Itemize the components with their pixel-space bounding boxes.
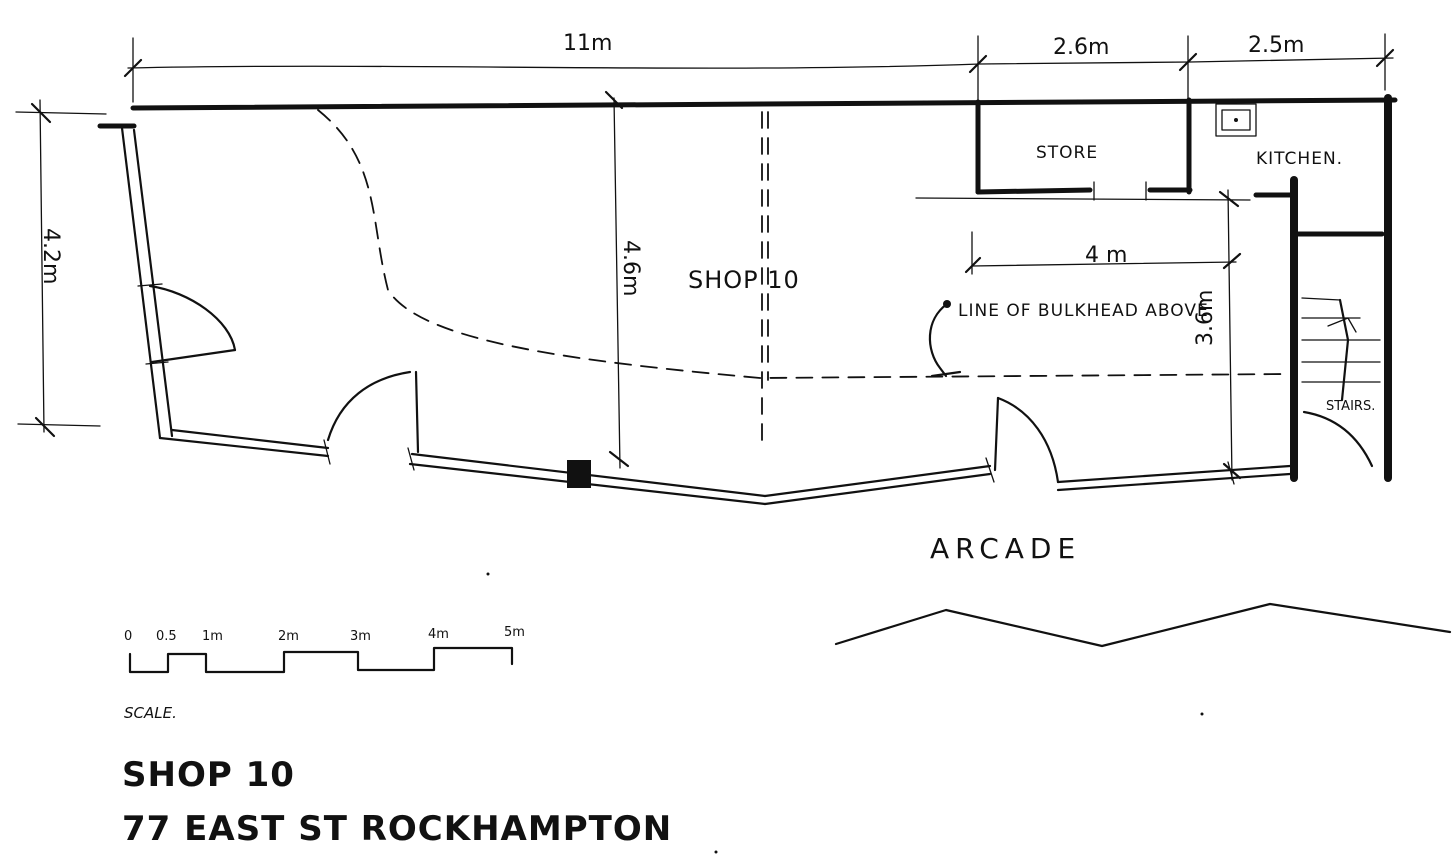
- stray-mark: [714, 850, 718, 854]
- title-shop: SHOP 10: [122, 755, 295, 795]
- dim-store-width: 2.6m: [1053, 35, 1109, 60]
- dim-overall-length: 11m: [563, 31, 612, 56]
- label-stairs: STAIRS.: [1326, 399, 1375, 414]
- shop-depth-dimension: [604, 90, 630, 469]
- scale-caption: SCALE.: [124, 704, 177, 722]
- dim-right-depth: 3.6m: [1193, 290, 1218, 346]
- dim-corridor-width: 4 m: [1085, 243, 1127, 268]
- bulkhead-lines: [317, 109, 1291, 441]
- store-room: [975, 97, 1193, 201]
- arcade-line: [834, 602, 1452, 648]
- scale-tick-label: 4m: [428, 627, 449, 642]
- scale-tick-label: 3m: [350, 629, 371, 644]
- stray-mark: [1200, 712, 1204, 716]
- kitchen-room: [1215, 103, 1385, 482]
- stairs: [1301, 297, 1381, 468]
- scale-tick-label: 0: [124, 629, 132, 644]
- corridor-dimension: [915, 197, 1251, 275]
- scale-tick-labels: 0 0.5 1m 2m 3m 4m 5m: [124, 625, 525, 644]
- right-depth-dimension: [1218, 189, 1242, 481]
- label-kitchen: KITCHEN.: [1256, 149, 1343, 169]
- dim-kitchen-width: 2.5m: [1248, 33, 1304, 58]
- top-dimension-lines: [123, 33, 1395, 103]
- scale-bar: [128, 646, 514, 674]
- kitchen-sink: [1215, 103, 1257, 137]
- label-shop: SHOP 10: [688, 266, 800, 294]
- note-bulkhead: LINE OF BULKHEAD ABOVE: [958, 301, 1209, 321]
- label-arcade: ARCADE: [930, 532, 1081, 565]
- scale-tick-label: 1m: [202, 629, 223, 644]
- structural-column: [567, 460, 591, 488]
- door-swings: [148, 284, 1060, 484]
- building-walls: [97, 94, 1398, 506]
- dim-left-depth: 4.2m: [38, 228, 63, 284]
- dim-shop-depth: 4.6m: [618, 240, 643, 296]
- scale-tick-label: 5m: [504, 625, 525, 640]
- label-store: STORE: [1036, 143, 1098, 163]
- bulkhead-leader: [928, 300, 962, 378]
- left-dimension-line: [15, 99, 107, 438]
- scale-tick-label: 0.5: [156, 629, 177, 644]
- title-address: 77 EAST ST ROCKHAMPTON: [122, 809, 672, 849]
- scale-tick-label: 2m: [278, 629, 299, 644]
- stray-mark: [486, 572, 490, 576]
